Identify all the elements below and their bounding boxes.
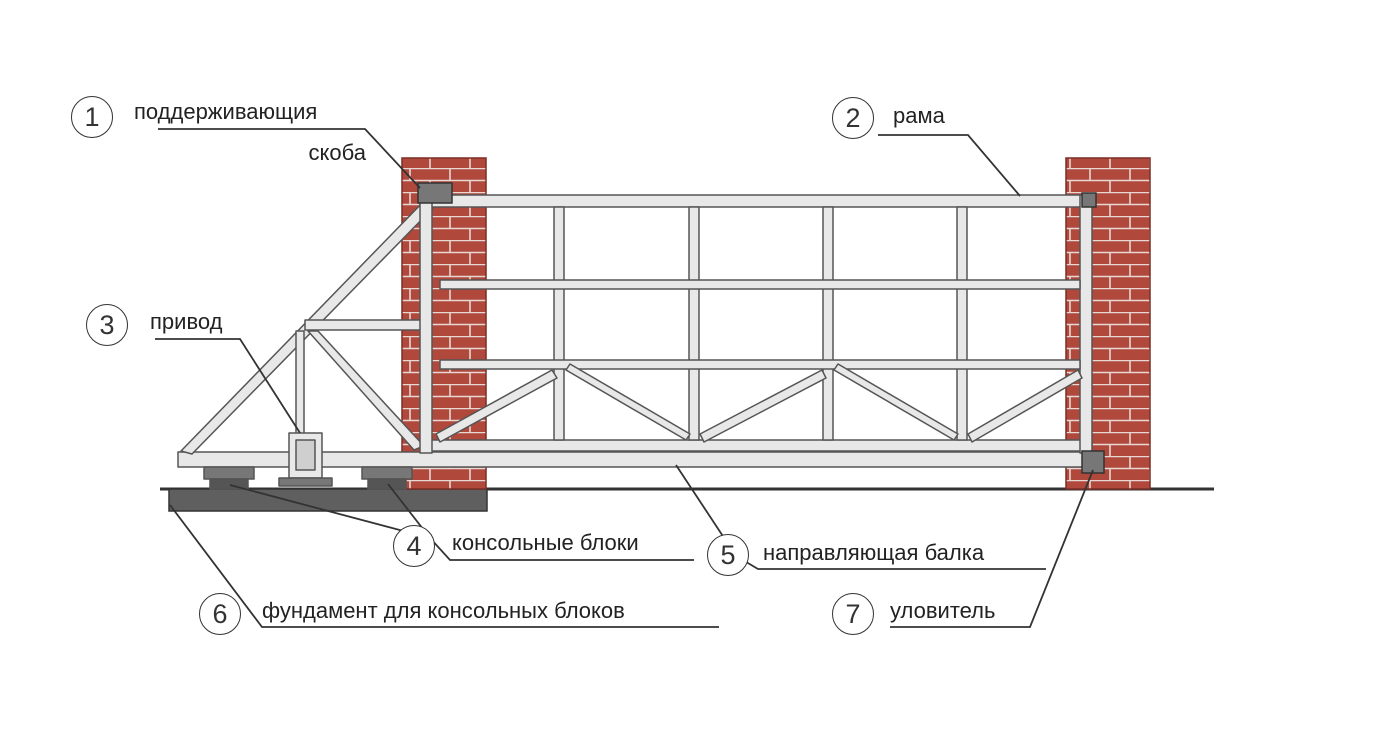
label-support-bracket: поддерживающия (134, 99, 318, 124)
callout-5: 5 (707, 534, 749, 576)
callout-6: 6 (199, 593, 241, 635)
callout-7: 7 (832, 593, 874, 635)
label-foundation: фундамент для консольных блоков (262, 598, 625, 623)
callout-3: 3 (86, 304, 128, 346)
cantilever-truss (180, 197, 437, 455)
callout-number: 2 (845, 102, 861, 133)
callout-2: 2 (832, 97, 874, 139)
label-support-bracket-2: скоба (308, 140, 366, 165)
callout-number: 6 (212, 598, 228, 629)
gate-frame (419, 194, 1093, 454)
label-catcher: уловитель (890, 598, 996, 623)
cantilever-block-right (361, 466, 413, 490)
drive-unit (278, 432, 333, 487)
callout-number: 1 (84, 101, 100, 132)
label-guide-beam: направляющая балка (763, 540, 985, 565)
catcher (1081, 450, 1105, 474)
leader-7 (890, 469, 1094, 628)
cantilever-block-left (203, 466, 255, 490)
support-bracket (417, 182, 453, 204)
callout-1: 1 (71, 96, 113, 138)
leader-2 (878, 134, 1021, 197)
callout-number: 3 (99, 309, 115, 340)
foundation (168, 488, 488, 512)
leader-3 (155, 338, 301, 434)
callout-number: 4 (406, 530, 422, 561)
callout-number: 7 (845, 598, 861, 629)
leader-4 (229, 484, 694, 561)
callout-4: 4 (393, 525, 435, 567)
leader-6 (169, 504, 719, 628)
callout-number: 5 (720, 539, 736, 570)
label-drive: привод (150, 309, 223, 334)
leader-1 (158, 128, 421, 189)
label-cantilever-blocks: консольные блоки (452, 530, 639, 555)
label-frame: рама (893, 103, 945, 128)
